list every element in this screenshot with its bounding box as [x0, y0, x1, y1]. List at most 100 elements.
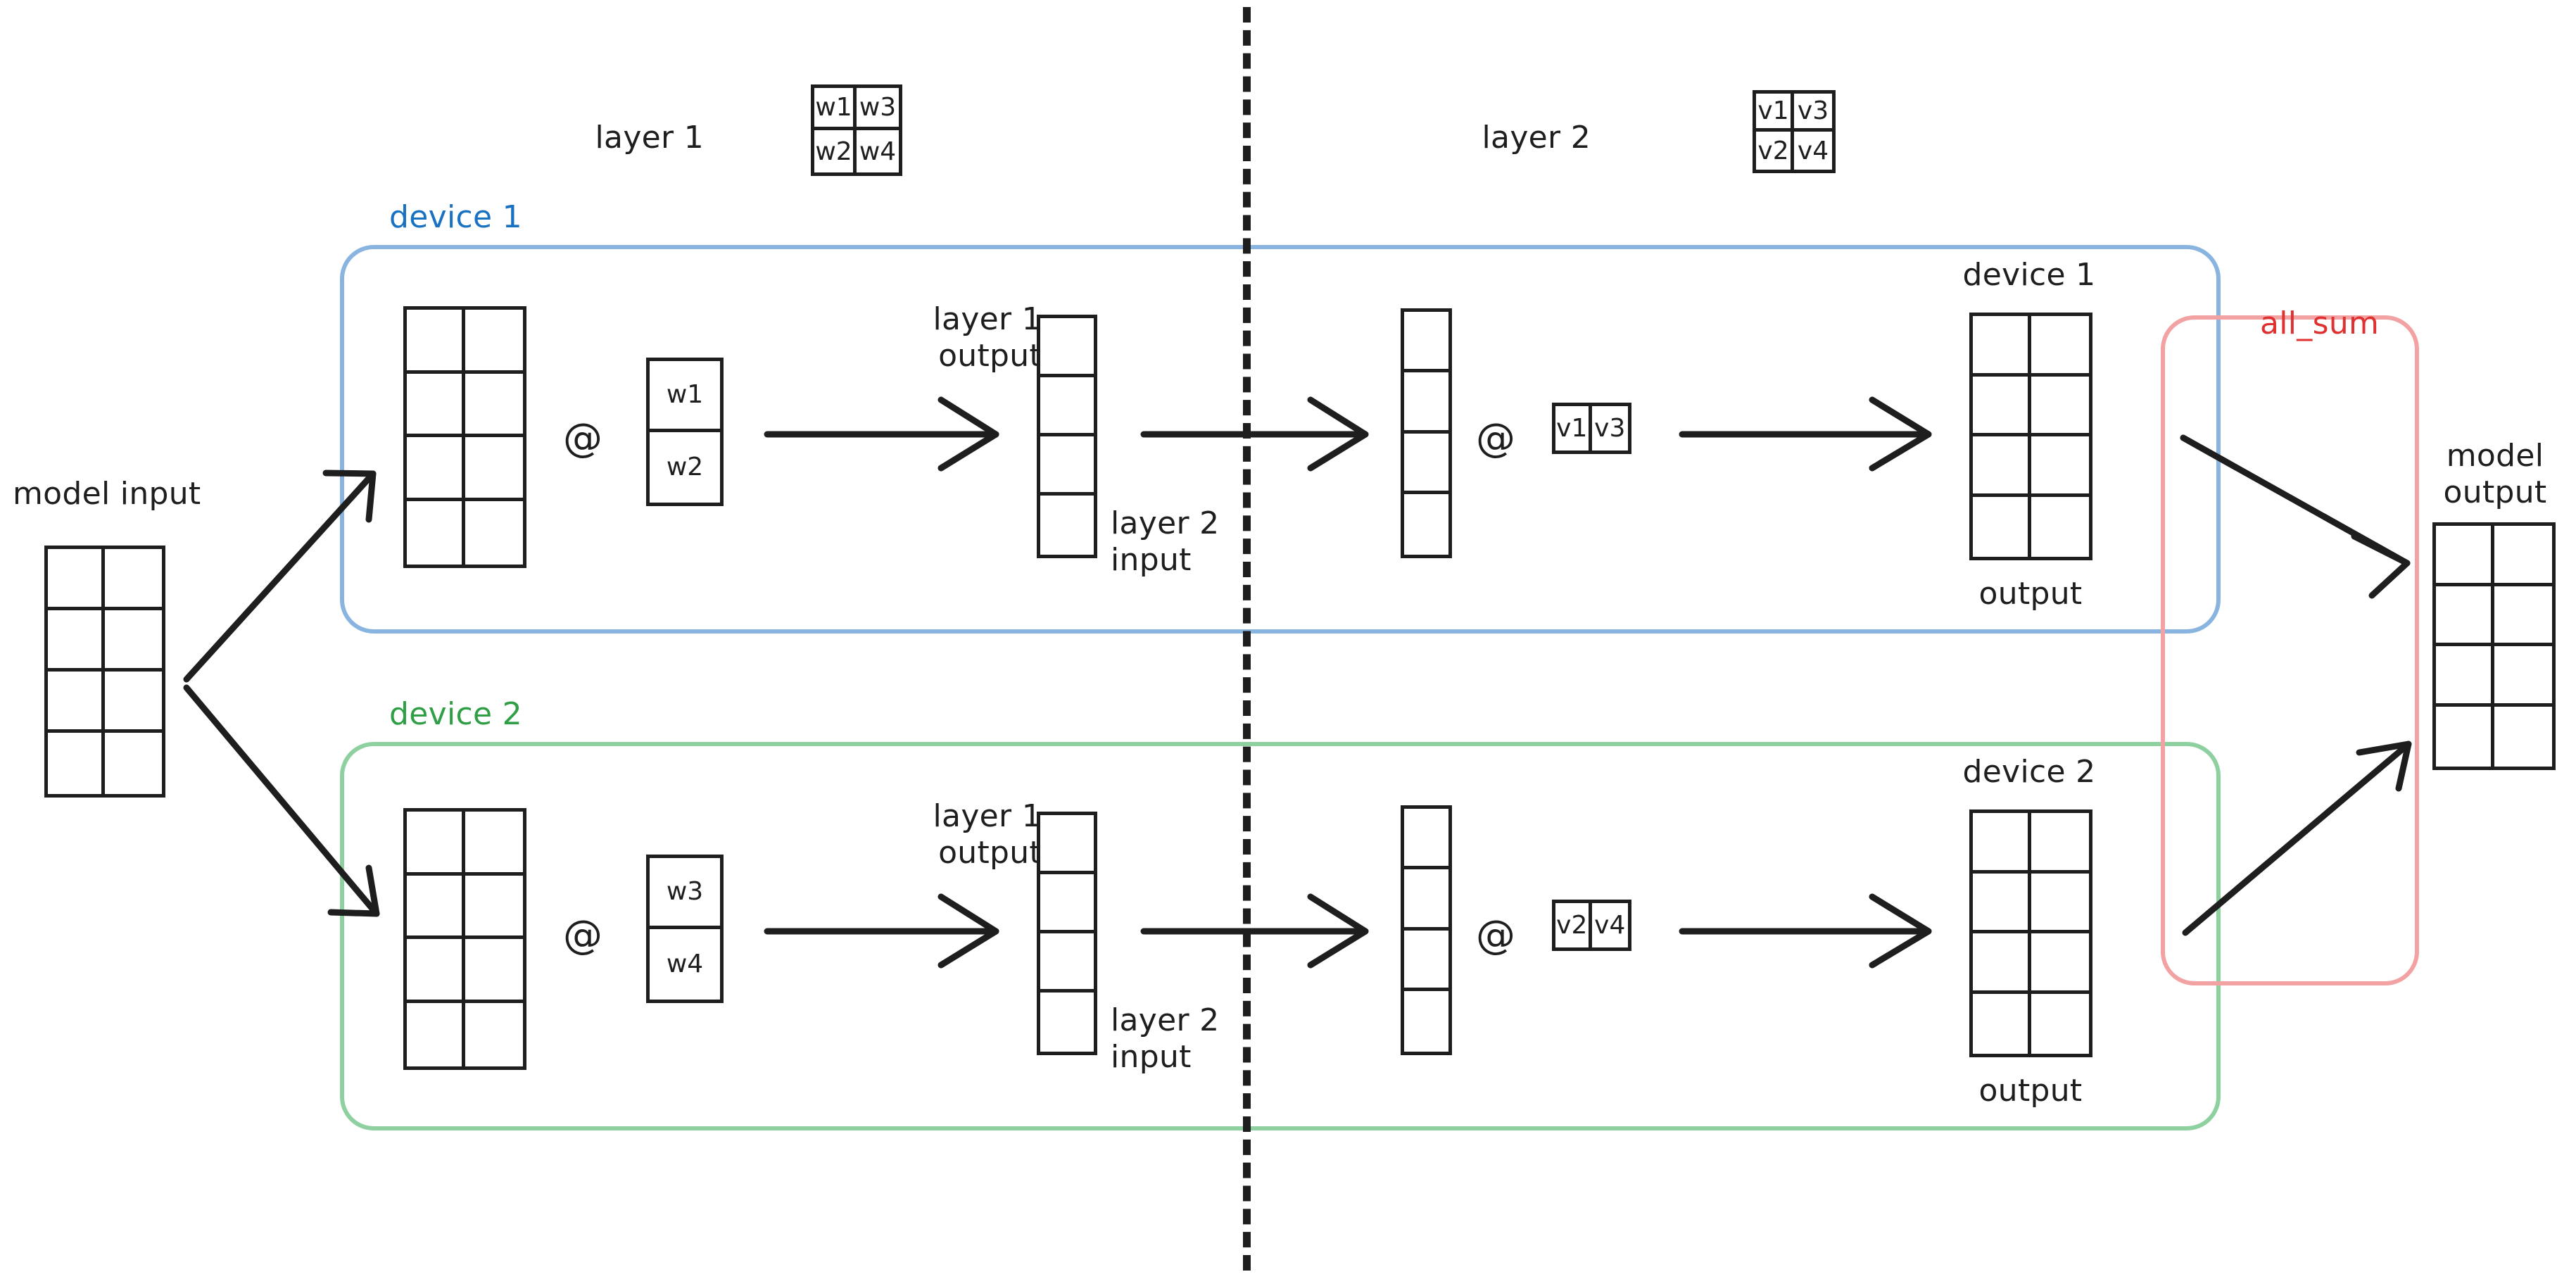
matrix-cell: w1: [650, 361, 720, 432]
device-1-layer1-output-label-line2: output: [938, 337, 1042, 374]
all-sum-group-box: [2161, 315, 2419, 985]
matrix-cell: [1040, 377, 1094, 436]
device-2-layer1-weight-matrix: w3 w4: [646, 855, 724, 1003]
device-2-output-bottom-label: output: [1978, 1073, 2083, 1109]
matrix-cell: w3: [650, 858, 720, 929]
matrix-cell: [1973, 436, 2031, 497]
matrix-cell: [465, 374, 523, 437]
matrix-cell: [1040, 993, 1094, 1052]
device-1-layer1-output-label-line1: layer 1: [933, 301, 1042, 337]
device-2-layer2-input-label-line2: input: [1111, 1038, 1192, 1075]
matrix-cell: [1404, 991, 1448, 1052]
layer2-weight-matrix-legend: v1 v3 v2 v4: [1753, 90, 1836, 173]
matrix-cell: w2: [814, 130, 857, 172]
matrix-cell: [407, 812, 465, 876]
matrix-cell: [48, 733, 105, 794]
matrix-cell: [48, 610, 105, 672]
device-2-group-label: device 2: [389, 696, 522, 732]
device-2-layer1-output-label-line2: output: [938, 834, 1042, 871]
matrix-cell: v1: [1555, 406, 1592, 451]
model-output-label-line2: output: [2443, 474, 2547, 510]
matrix-cell: [2031, 813, 2089, 874]
device-1-group-label: device 1: [389, 199, 522, 235]
matrix-cell: [2494, 707, 2553, 767]
matrix-cell: v2: [1756, 132, 1794, 170]
matrix-cell: [407, 310, 465, 374]
layer1-legend-label: layer 1: [595, 120, 704, 156]
matrix-cell: [1973, 873, 2031, 933]
matrix-cell: [407, 1002, 465, 1066]
matrix-cell: v1: [1756, 94, 1794, 132]
device-1-output-bottom-label: output: [1978, 576, 2083, 612]
matrix-cell: [1973, 316, 2031, 377]
model-input-label: model input: [13, 476, 201, 512]
matrix-cell: [2031, 436, 2089, 497]
matrix-cell: [407, 373, 465, 437]
matrix-cell: [465, 310, 523, 374]
device-2-output-top-label: device 2: [1962, 754, 2096, 790]
matrix-cell: [407, 939, 465, 1003]
device-2-layer1-matmul-operator: @: [563, 912, 602, 958]
matrix-cell: [1404, 312, 1448, 373]
matrix-cell: [1973, 376, 2031, 436]
matrix-cell: [1404, 931, 1448, 991]
matrix-cell: [105, 733, 162, 794]
matrix-cell: w3: [857, 88, 899, 130]
matrix-cell: [2031, 316, 2089, 377]
matrix-cell: [2031, 874, 2089, 933]
matrix-cell: [465, 501, 524, 565]
matrix-cell: [2031, 933, 2089, 994]
device-2-output-matrix: [1969, 809, 2092, 1057]
model-input-matrix: [44, 546, 165, 798]
matrix-cell: [2494, 586, 2552, 646]
device-2-layer2-weight-matrix: v2 v4: [1552, 900, 1631, 951]
device-2-group-box: [340, 742, 2221, 1130]
matrix-cell: [2031, 497, 2090, 557]
device-1-output-top-label: device 1: [1962, 257, 2096, 293]
matrix-cell: [1973, 993, 2031, 1054]
matrix-cell: [2436, 646, 2494, 707]
matrix-cell: [465, 812, 523, 876]
matrix-cell: [105, 610, 162, 672]
matrix-cell: v2: [1555, 903, 1592, 947]
device-1-layer2-weight-matrix: v1 v3: [1552, 403, 1631, 454]
matrix-cell: [465, 437, 523, 501]
layer1-weight-matrix-legend: w1 w3 w2 w4: [811, 84, 902, 176]
matrix-cell: [48, 672, 105, 733]
device-1-layer2-input-label-line1: layer 2: [1111, 505, 1220, 541]
matrix-cell: [2494, 646, 2552, 707]
matrix-cell: [1973, 813, 2031, 874]
device-2-layer2-matmul-operator: @: [1476, 912, 1515, 958]
matrix-cell: [407, 875, 465, 939]
device-1-layer2-input-matrix: [1401, 308, 1452, 558]
all-sum-label: all_sum: [2260, 305, 2380, 341]
matrix-cell: [1404, 434, 1448, 494]
matrix-cell: [1973, 496, 2031, 557]
matrix-cell: [1404, 494, 1448, 555]
matrix-cell: [2436, 586, 2494, 646]
matrix-cell: [1040, 318, 1094, 377]
matrix-cell: [48, 549, 105, 610]
matrix-cell: w4: [859, 137, 897, 166]
model-output-matrix: [2432, 522, 2556, 770]
device-1-layer2-input-label-line2: input: [1111, 541, 1192, 578]
matrix-cell: [2436, 526, 2494, 586]
matrix-cell: w1: [814, 88, 857, 130]
matrix-cell: [105, 549, 162, 610]
matrix-cell: [465, 939, 523, 1003]
matrix-cell: w4: [666, 950, 704, 979]
matrix-cell: [1973, 933, 2031, 994]
layer2-legend-label: layer 2: [1482, 120, 1591, 156]
device-1-group-box: [340, 245, 2221, 634]
matrix-cell: v4: [1797, 136, 1829, 165]
matrix-cell: v4: [1594, 911, 1626, 940]
matrix-cell: [1404, 372, 1448, 434]
matrix-cell: [1040, 436, 1094, 496]
matrix-cell: [465, 1003, 524, 1067]
